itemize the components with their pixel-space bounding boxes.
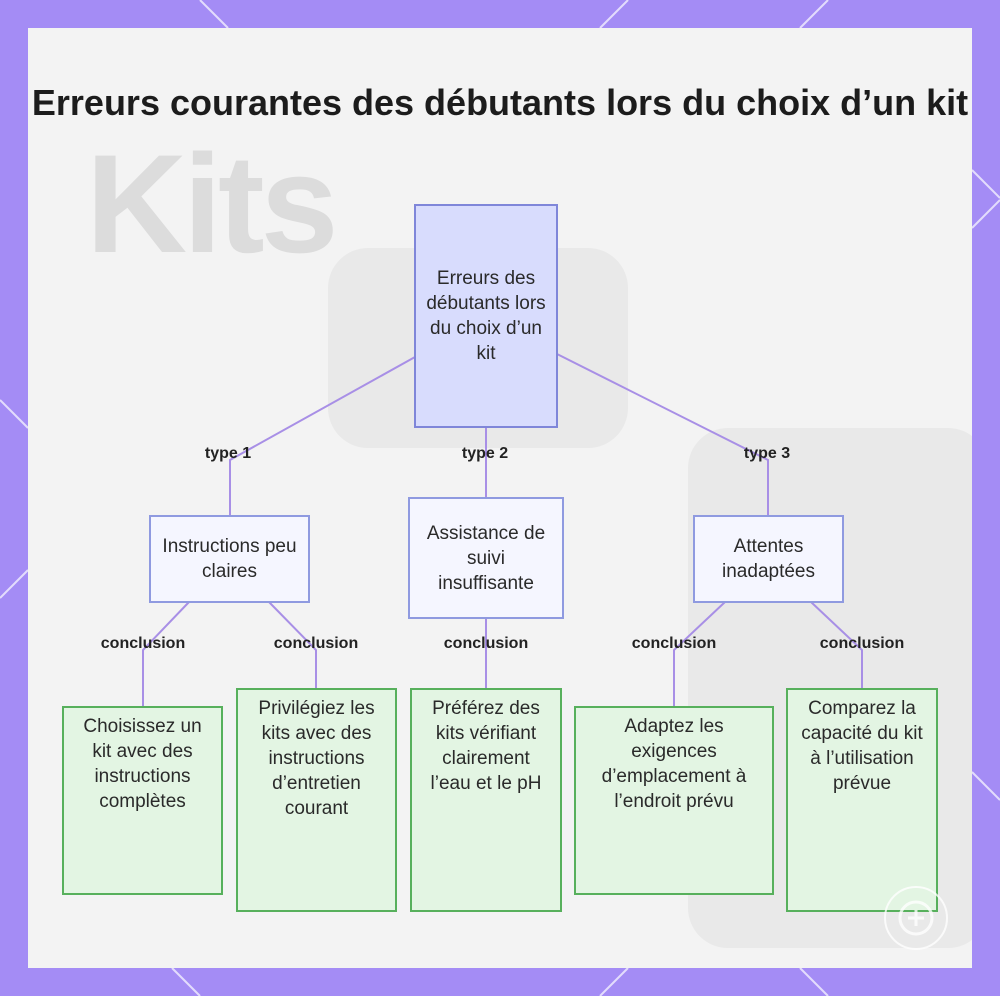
conclusion-label: Préférez des kits vérifiant clairement l… [430, 698, 542, 794]
conclusion-node-5: Comparez la capacité du kit à l’utilisat… [786, 688, 938, 912]
edge-label-conclusion-5: conclusion [819, 635, 905, 652]
edge-label-type3: type 3 [743, 445, 791, 462]
conclusion-node-4: Adaptez les exigences d’emplacement à l’… [574, 706, 774, 895]
edge-c5 [810, 601, 863, 688]
conclusion-label: Adaptez les exigences d’emplacement à l’… [601, 716, 747, 812]
conclusion-node-2: Privilégiez les kits avec des instructio… [236, 688, 397, 912]
category-label: Assistance de suivi insuffisante [426, 522, 546, 594]
category-label: Instructions peu claires [162, 536, 297, 582]
edge-label-conclusion-2: conclusion [273, 635, 359, 652]
edge-c2 [268, 601, 317, 688]
category-node-attentes: Attentes inadaptées [693, 515, 844, 603]
edge-label-conclusion-1: conclusion [100, 635, 186, 652]
edge-label-conclusion-4: conclusion [631, 635, 717, 652]
diagram-title: Erreurs courantes des débutants lors du … [31, 82, 969, 123]
conclusion-label: Privilégiez les kits avec des instructio… [258, 698, 375, 819]
root-node: Erreurs des débutants lors du choix d’un… [414, 204, 558, 428]
edge-root-type1 [229, 356, 416, 515]
conclusion-label: Comparez la capacité du kit à l’utilisat… [801, 698, 923, 794]
edge-label-conclusion-3: conclusion [443, 635, 529, 652]
root-node-label: Erreurs des débutants lors du choix d’un… [426, 268, 546, 364]
conclusion-node-3: Préférez des kits vérifiant clairement l… [410, 688, 562, 912]
category-node-assistance: Assistance de suivi insuffisante [408, 497, 564, 619]
edge-root-type3 [556, 353, 769, 515]
edge-label-type2: type 2 [461, 445, 509, 462]
category-label: Attentes inadaptées [722, 536, 815, 582]
brand-logo-icon [884, 886, 948, 950]
edge-label-type1: type 1 [204, 445, 252, 462]
conclusion-label: Choisissez un kit avec des instructions … [83, 716, 202, 812]
conclusion-node-1: Choisissez un kit avec des instructions … [62, 706, 223, 895]
background-watermark-text: Kits [86, 125, 338, 282]
category-node-instructions: Instructions peu claires [149, 515, 310, 603]
edge-c4 [673, 601, 726, 706]
edge-c1 [142, 601, 190, 706]
